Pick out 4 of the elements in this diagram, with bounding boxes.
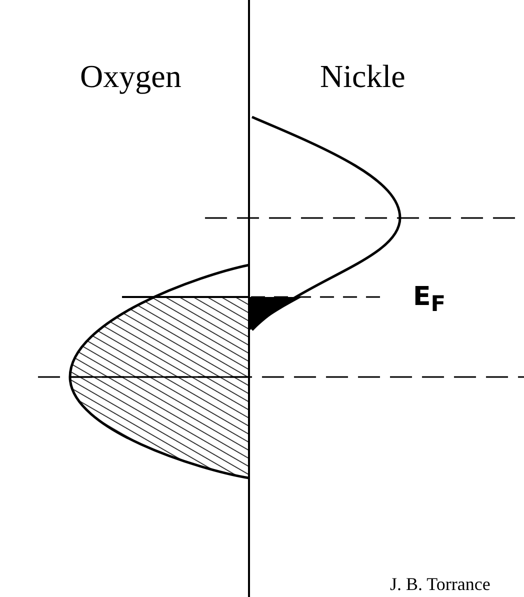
source-credit: J. B. Torrance [390, 574, 490, 595]
region-label: Oxygen [80, 58, 182, 95]
fermi-level-label: E$_{F}$ [413, 282, 446, 318]
region-label: Nickle [320, 58, 406, 95]
